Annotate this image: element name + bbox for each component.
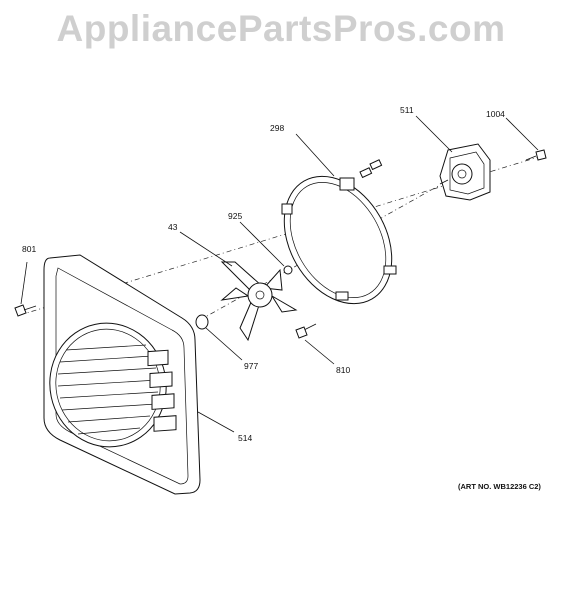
- art-number: (ART NO. WB12236 C2): [458, 482, 541, 491]
- part-801-screw[interactable]: [14, 261, 37, 317]
- watermark-logo: AppliancePartsPros.com: [56, 8, 506, 49]
- label-801: 801: [22, 244, 36, 254]
- label-925: 925: [228, 211, 242, 221]
- part-810-screw[interactable]: [295, 323, 335, 365]
- part-514-back-panel[interactable]: [38, 254, 201, 495]
- assembly-axis-line-2: [199, 184, 441, 321]
- part-43-fan-blade[interactable]: [179, 231, 298, 342]
- label-511: 511: [400, 105, 414, 115]
- part-511-motor[interactable]: [415, 115, 491, 201]
- leader-514: [197, 411, 235, 433]
- label-977: 977: [244, 361, 258, 371]
- part-1004-screw[interactable]: [505, 117, 547, 161]
- label-514: 514: [238, 433, 252, 443]
- part-925-washer[interactable]: [239, 221, 293, 275]
- part-298-heating-element[interactable]: [262, 133, 413, 323]
- label-1004: 1004: [486, 109, 505, 119]
- part-977-spacer[interactable]: [195, 314, 243, 361]
- label-810: 810: [336, 365, 350, 375]
- label-43: 43: [168, 222, 178, 232]
- label-298: 298: [270, 123, 284, 133]
